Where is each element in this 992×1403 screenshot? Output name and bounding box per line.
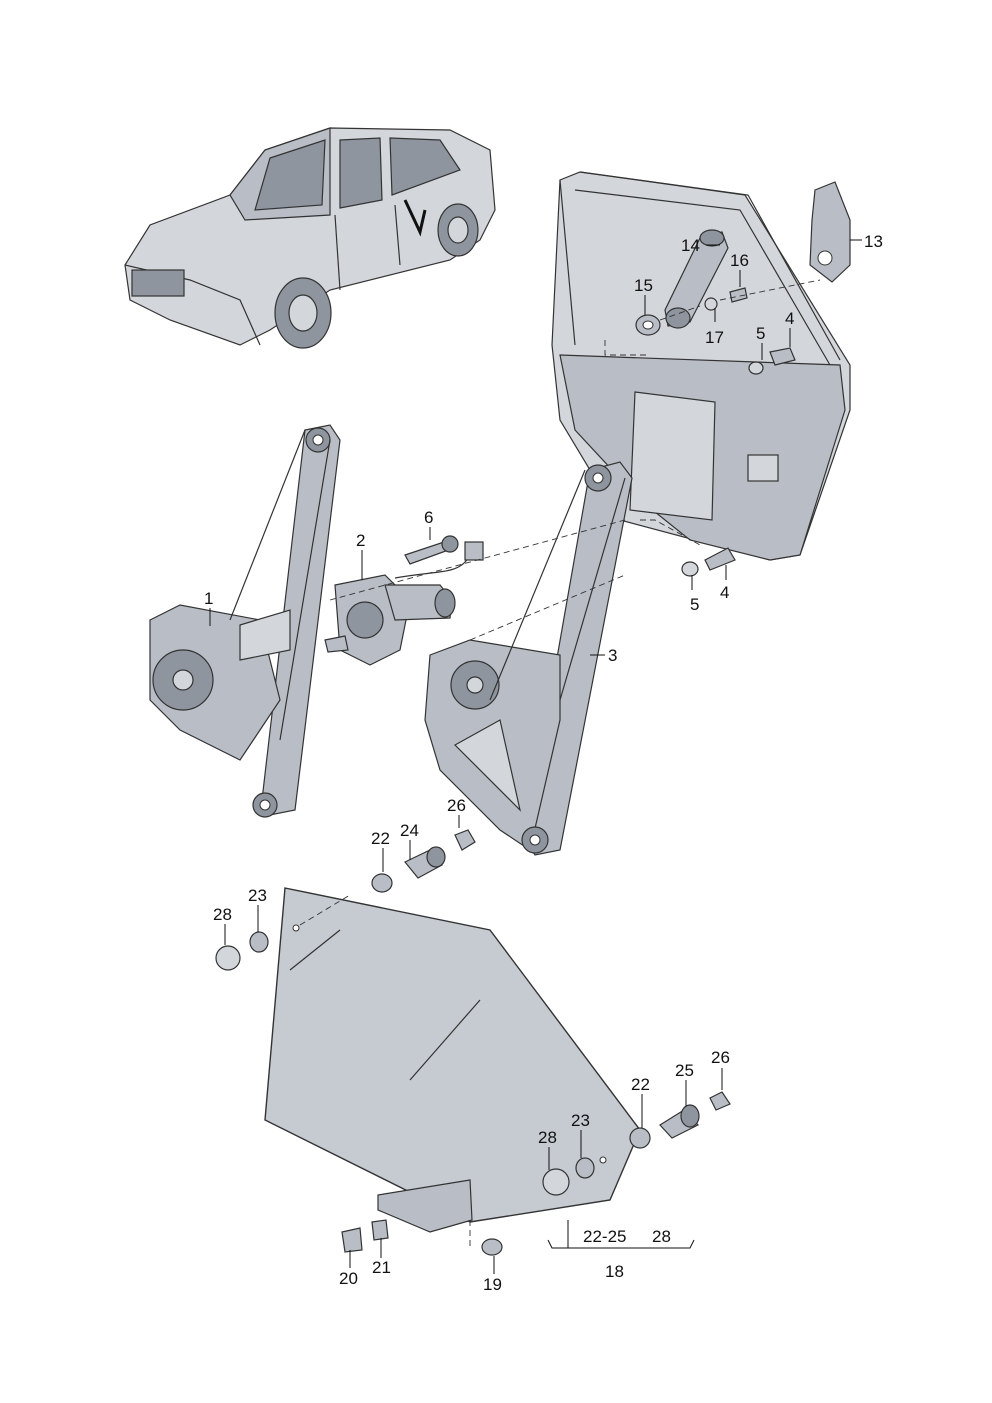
part-28-plug-left (215, 945, 241, 971)
callout-28-right: 28 (538, 1128, 557, 1147)
part-23-washer-right (575, 1157, 595, 1179)
callout-15: 15 (634, 276, 653, 295)
callout-16: 16 (730, 251, 749, 270)
callout-28-group: 28 (652, 1227, 671, 1246)
callout-18: 18 (605, 1262, 624, 1281)
callout-28-left: 28 (213, 905, 232, 924)
part-4-bolt-mid (704, 547, 736, 571)
part-5-washer-mid (681, 561, 699, 577)
callout-4-top: 4 (785, 309, 794, 328)
callout-25: 25 (675, 1061, 694, 1080)
callout-22-right: 22 (631, 1075, 650, 1094)
callout-19: 19 (483, 1275, 502, 1294)
part-28-plug-right (542, 1168, 570, 1196)
callout-23-left: 23 (248, 886, 267, 905)
part-19-grommet (481, 1238, 503, 1256)
callout-24: 24 (400, 821, 419, 840)
callout-labels: 13 14 16 15 17 5 4 6 2 1 5 4 3 26 22 24 … (204, 232, 883, 1294)
glass-channel (377, 1179, 473, 1233)
part-1-window-regulator (149, 424, 341, 818)
part-2-window-motor (324, 541, 484, 666)
part-26-nut-right (709, 1091, 731, 1111)
callout-14: 14 (681, 236, 700, 255)
callout-26-top: 26 (447, 796, 466, 815)
part-26-nut-top (454, 829, 476, 851)
callout-17: 17 (705, 328, 724, 347)
door-frame (551, 171, 851, 561)
part-22-clip-right (629, 1127, 651, 1149)
callout-2: 2 (356, 531, 365, 550)
callout-23-right: 23 (571, 1111, 590, 1130)
part-17-washer (704, 297, 718, 311)
callout-6: 6 (424, 508, 433, 527)
leader-lines (209, 239, 862, 1274)
callout-26-right: 26 (711, 1048, 730, 1067)
callout-13: 13 (864, 232, 883, 251)
car-illustration (124, 127, 496, 349)
part-16-screw (729, 287, 748, 303)
part-3-window-regulator (424, 461, 633, 856)
callout-22-25: 22-25 (583, 1227, 626, 1246)
callout-3: 3 (608, 646, 617, 665)
part-14-crank-handle (664, 229, 729, 329)
part-4-bolt-top (769, 347, 796, 366)
callout-21: 21 (372, 1258, 391, 1277)
callout-22-top: 22 (371, 829, 390, 848)
part-22-clip-top (371, 873, 393, 893)
part-23-washer-left (249, 931, 269, 953)
part-20-clip (341, 1227, 363, 1253)
part-21-clip (371, 1219, 389, 1241)
callout-5-top: 5 (756, 324, 765, 343)
window-glass (264, 887, 641, 1223)
callout-4-mid: 4 (720, 583, 729, 602)
callout-5-mid: 5 (690, 595, 699, 614)
part-13-bracket (809, 181, 851, 283)
part-5-washer-top (748, 361, 764, 375)
callout-1: 1 (204, 589, 213, 608)
callout-20: 20 (339, 1269, 358, 1288)
